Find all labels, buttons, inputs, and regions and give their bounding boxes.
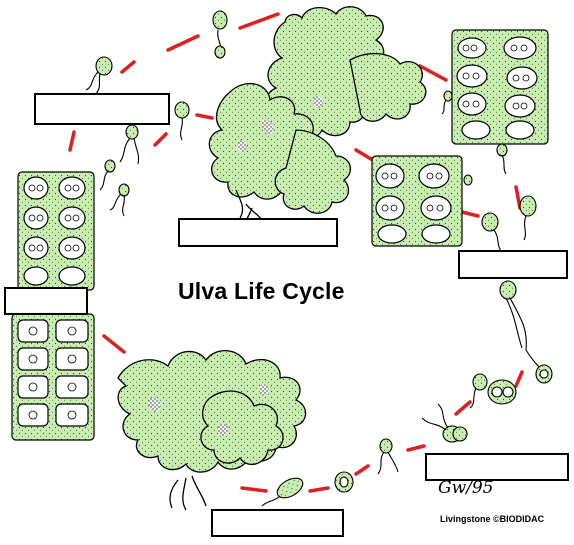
connector (238, 12, 280, 30)
zoospore (109, 183, 130, 217)
germling (212, 10, 228, 59)
connector (454, 400, 472, 416)
label-box-top-center[interactable] (178, 218, 338, 247)
zygote (469, 373, 488, 409)
zoospore (85, 56, 113, 95)
zoospore (119, 124, 140, 165)
connector (153, 132, 168, 147)
connector (460, 210, 480, 218)
zoospore (377, 438, 399, 475)
cell-section-top-right (451, 29, 549, 145)
zygote (487, 379, 517, 405)
germling (261, 477, 304, 507)
gamete (481, 212, 503, 253)
fusing-gametes (499, 280, 545, 373)
upper-thallus (208, 6, 427, 225)
connector (418, 64, 448, 82)
label-box-left[interactable] (4, 287, 88, 315)
cell-section-left-upper (17, 171, 95, 291)
label-box-top-left[interactable] (34, 93, 170, 125)
gamete (441, 90, 453, 115)
gamete (496, 143, 508, 175)
gamete (463, 174, 473, 186)
label-box-bottom-center[interactable] (211, 509, 344, 537)
connector (514, 185, 522, 210)
lower-thallus (117, 350, 307, 511)
connector (166, 34, 200, 52)
connector (240, 486, 268, 493)
diagram-title: Ulva Life Cycle (178, 278, 345, 304)
cell-section-left-lower (11, 313, 95, 441)
fusing-gametes (421, 403, 468, 443)
cycle-connectors (68, 12, 524, 493)
connector (308, 486, 330, 493)
connector (406, 444, 426, 452)
gamete (519, 195, 537, 241)
label-box-bottom-right[interactable] (425, 453, 569, 481)
artist-signature: Gw/95 (438, 478, 494, 498)
fusing-gametes (535, 364, 553, 384)
credit-line: Livingstone ©BIODIDAC (440, 514, 545, 524)
connector (120, 60, 136, 74)
connector (102, 334, 126, 354)
germling (174, 101, 190, 141)
zygote (334, 471, 354, 493)
label-box-right[interactable] (458, 250, 568, 279)
cell-section-middle-right (371, 155, 463, 247)
motile-cells (85, 10, 553, 507)
zoospore (99, 159, 116, 191)
connector (195, 113, 214, 120)
connector (514, 370, 524, 388)
connector (68, 130, 76, 152)
connector (354, 464, 370, 476)
